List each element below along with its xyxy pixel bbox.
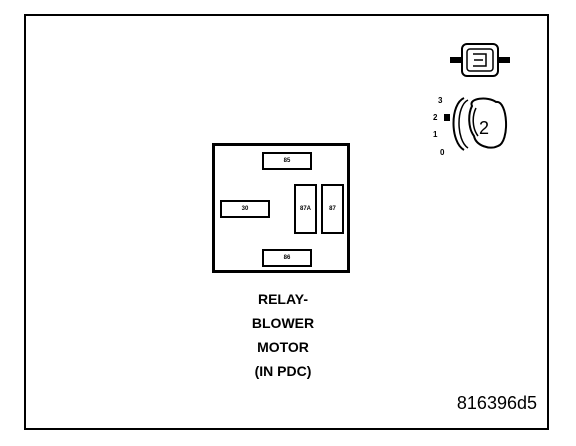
relay-pin-87a: 87A [294, 184, 317, 234]
caption-line-1: RELAY- [257, 291, 309, 307]
relay-caption: RELAY- BLOWER MOTOR (IN PDC) [200, 287, 366, 383]
figure-id: 816396d5 [456, 393, 537, 413]
relay-pin-87: 87 [321, 184, 344, 234]
ignition-position-1: 1 [433, 130, 438, 139]
caption-line-4: (IN PDC) [254, 363, 312, 379]
connector-icon [450, 43, 510, 77]
caption-line-3: MOTOR [257, 339, 309, 355]
relay-pin-86: 86 [262, 249, 312, 267]
relay-pin-85: 85 [262, 152, 312, 170]
ignition-position-0: 0 [440, 148, 445, 157]
caption-line-2: BLOWER [251, 315, 315, 331]
ignition-position-2: 2 [433, 113, 438, 122]
ignition-key-icon [444, 97, 508, 151]
ignition-key-number: 2 [479, 118, 490, 138]
relay-pin-30: 30 [220, 200, 270, 218]
relay-housing: 85 30 87A 87 86 [212, 143, 350, 273]
ignition-position-3: 3 [438, 96, 443, 105]
